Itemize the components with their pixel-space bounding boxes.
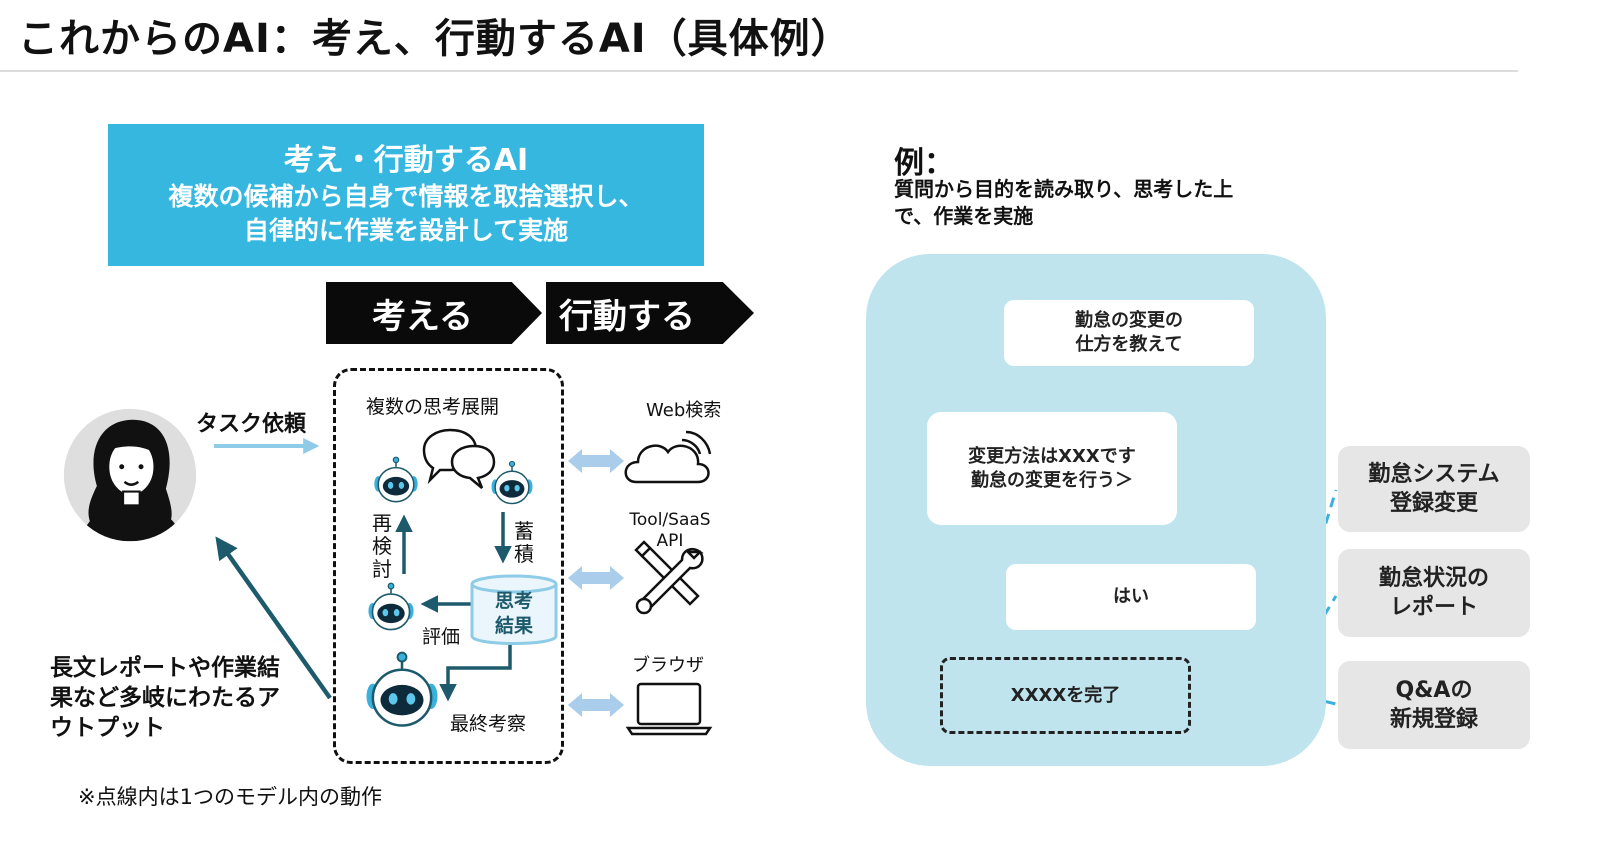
footnote: ※点線内は1つのモデル内の動作 [78, 785, 382, 809]
output-description: 長文レポートや作業結果など多岐にわたるアウトプット [50, 655, 280, 741]
headline-line1: 考え・行動するAI [283, 143, 529, 178]
user-avatar-left [64, 409, 196, 541]
browser-label: ブラウザ [632, 655, 704, 676]
example-description: 質問から目的を読み取り、思考した上で、作業を実施 [894, 177, 1234, 228]
system-box-attendance-update: 勤怠システム登録変更 [1338, 446, 1530, 532]
system-box-attendance-report: 勤怠状況のレポート [1338, 549, 1530, 637]
double-arrow-api [568, 566, 624, 590]
thought-result-label: 思考結果 [494, 590, 533, 637]
headline-line2: 複数の候補から自身で情報を取捨選択し、 [168, 182, 644, 211]
task-request-label: タスク依頼 [196, 412, 307, 437]
multi-thought-label: 複数の思考展開 [366, 396, 500, 418]
accumulate-label: 蓄積 [514, 519, 534, 566]
headline-box: 考え・行動するAI 複数の候補から自身で情報を取捨選択し、 自律的に作業を設計し… [108, 124, 704, 266]
evaluate-label: 評価 [422, 626, 461, 648]
web-search-label: Web検索 [646, 400, 722, 421]
chat-bubble-action: XXXXを完了 [940, 657, 1191, 734]
phase-think-chevron: 考える [326, 282, 542, 344]
model-boundary [333, 368, 564, 764]
title-divider [0, 70, 1518, 72]
phase-act-label: 行動する [559, 296, 695, 337]
page-title: これからのAI：考え、行動するAI（具体例） [18, 16, 852, 62]
tools-icon [634, 540, 704, 615]
thought-result-database-icon [470, 574, 558, 645]
speech-bubbles-icon [422, 428, 496, 489]
reconsider-label: 再検討 [372, 511, 392, 581]
chat-bubble-ai: 変更方法はXXXです勤怠の変更を行う＞ [927, 412, 1177, 525]
example-title: 例： [894, 146, 954, 181]
chat-bubble-user: 勤怠の変更の仕方を教えて [1004, 300, 1254, 366]
phase-think-label: 考える [372, 296, 473, 337]
double-arrow-web [568, 449, 624, 473]
system-box-qa-registration: Q&Aの新規登録 [1338, 661, 1530, 749]
final-consideration-label: 最終考察 [450, 713, 527, 735]
headline-line3: 自律的に作業を設計して実施 [243, 216, 569, 245]
double-arrow-browser [568, 693, 624, 717]
laptop-icon [625, 682, 713, 736]
cloud-icon [624, 430, 712, 484]
chat-bubble-user: はい [1006, 564, 1256, 630]
output-return-arrow [215, 536, 332, 700]
phase-act-chevron: 行動する [546, 282, 754, 344]
final-arrow [439, 644, 512, 702]
